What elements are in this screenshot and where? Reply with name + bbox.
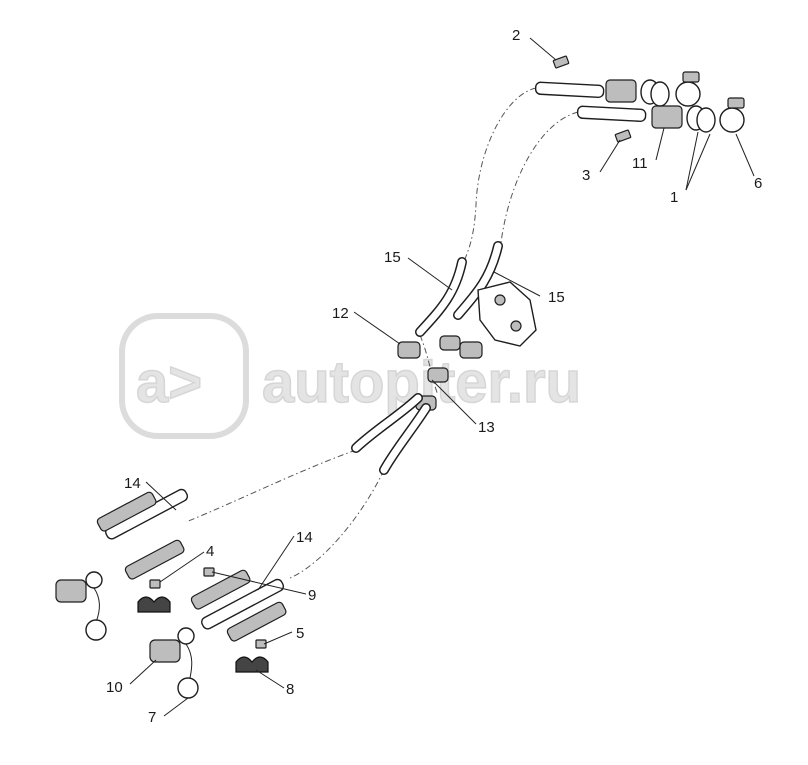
watermark-logo-box [119,313,249,439]
bracket-half-b-top [190,569,251,610]
callout-1: 1 [670,189,678,206]
dust-cap-7-b [177,677,199,699]
oring-1-b [650,81,670,107]
leader-1-a [685,131,699,191]
route-line-upper-1 [463,87,537,263]
nut-4 [149,579,161,589]
watermark-logo-glyph: a> [136,350,202,415]
watermark: a> autopiter.ru [119,313,582,439]
bracket-half-a-top [96,491,157,532]
leader-6 [735,133,755,177]
leader-14-b [257,535,295,591]
nut-5 [255,639,267,649]
quick-coupler-10-b [149,639,181,663]
callout-6: 6 [754,175,762,192]
leader-7 [163,697,189,717]
callout-5: 5 [296,625,304,642]
route-line-lower-1 [185,449,357,523]
coupling-11-b [651,105,683,129]
leader-14-a [145,481,177,511]
callout-14-a: 14 [124,475,141,492]
cap-tether-a [93,587,100,623]
bracket-half-a-bottom [124,539,185,580]
leader-11 [655,127,665,161]
callout-15-b: 15 [548,289,565,306]
leader-2 [529,37,557,61]
clamp-pad-b [235,656,269,673]
bracket-half-b-bottom [226,601,287,642]
route-line-mid-1 [419,334,439,396]
hose-tube-upper-2 [576,105,647,122]
callout-4: 4 [206,543,214,560]
clamp-pad-a [137,596,171,613]
routing-lines [185,87,579,579]
hose-tube-upper-1 [534,81,605,98]
lower-hoses [351,393,431,475]
watermark-text: autopiter.ru [262,350,581,415]
oring-lower-a [85,571,103,589]
callout-15-a: 15 [384,249,401,266]
hose-lower-1-fill [352,394,422,452]
hose-clamp-6-a-screw [682,71,700,83]
lower-left-assembly [55,488,189,641]
oring-1-d [696,107,716,133]
callout-8: 8 [286,681,294,698]
leader-8 [255,669,285,689]
valve-block-port-1 [494,294,506,306]
oring-lower-b [177,627,195,645]
callout-10: 10 [106,679,123,696]
hose-clamp-6-b [719,107,745,133]
lower-right-assembly [149,567,287,699]
middle-hoses [415,241,503,337]
leader-15-b [493,271,541,297]
callout-12: 12 [332,305,349,322]
hose-clamp-6-a [675,81,701,107]
leader-1-b [685,133,711,191]
elbow-12-c [459,341,483,359]
hose-15-a-fill [416,258,466,336]
leader-5 [263,631,293,645]
leader-13 [431,379,477,425]
callout-7: 7 [148,709,156,726]
leader-9 [211,571,307,595]
leader-3 [599,139,621,173]
clip-2 [552,55,570,69]
quick-coupler-10-a [55,579,87,603]
leader-lines [129,37,755,717]
leader-10 [129,659,157,685]
callout-labels: 2 3 11 1 6 15 15 12 13 14 14 4 9 5 10 8 … [106,27,762,726]
upper-hose-assembly [534,55,745,143]
cap-tether-b [185,643,193,679]
dust-cap-7-a [85,619,107,641]
clip-3 [614,129,632,143]
elbow-12-a [397,341,421,359]
callout-14-b: 14 [296,529,313,546]
valve-block-port-2 [510,320,522,332]
leader-12 [353,311,401,345]
callout-13: 13 [478,419,495,436]
hose-15-b-fill [454,242,502,319]
leader-4 [159,551,205,583]
elbow-13-a [427,367,449,383]
callout-11: 11 [632,155,648,172]
valve-block [477,281,537,347]
elbow-12-b [439,335,461,351]
hose-clamp-6-b-screw [727,97,745,109]
route-line-lower-2 [289,469,385,579]
callout-9: 9 [308,587,316,604]
callout-3: 3 [582,167,590,184]
route-line-upper-2 [499,111,579,251]
callout-2: 2 [512,27,520,44]
pipe-14-b [201,578,285,630]
coupling-11-a [605,79,637,103]
hose-lower-2-fill [380,404,430,474]
leader-15-a [407,257,453,291]
